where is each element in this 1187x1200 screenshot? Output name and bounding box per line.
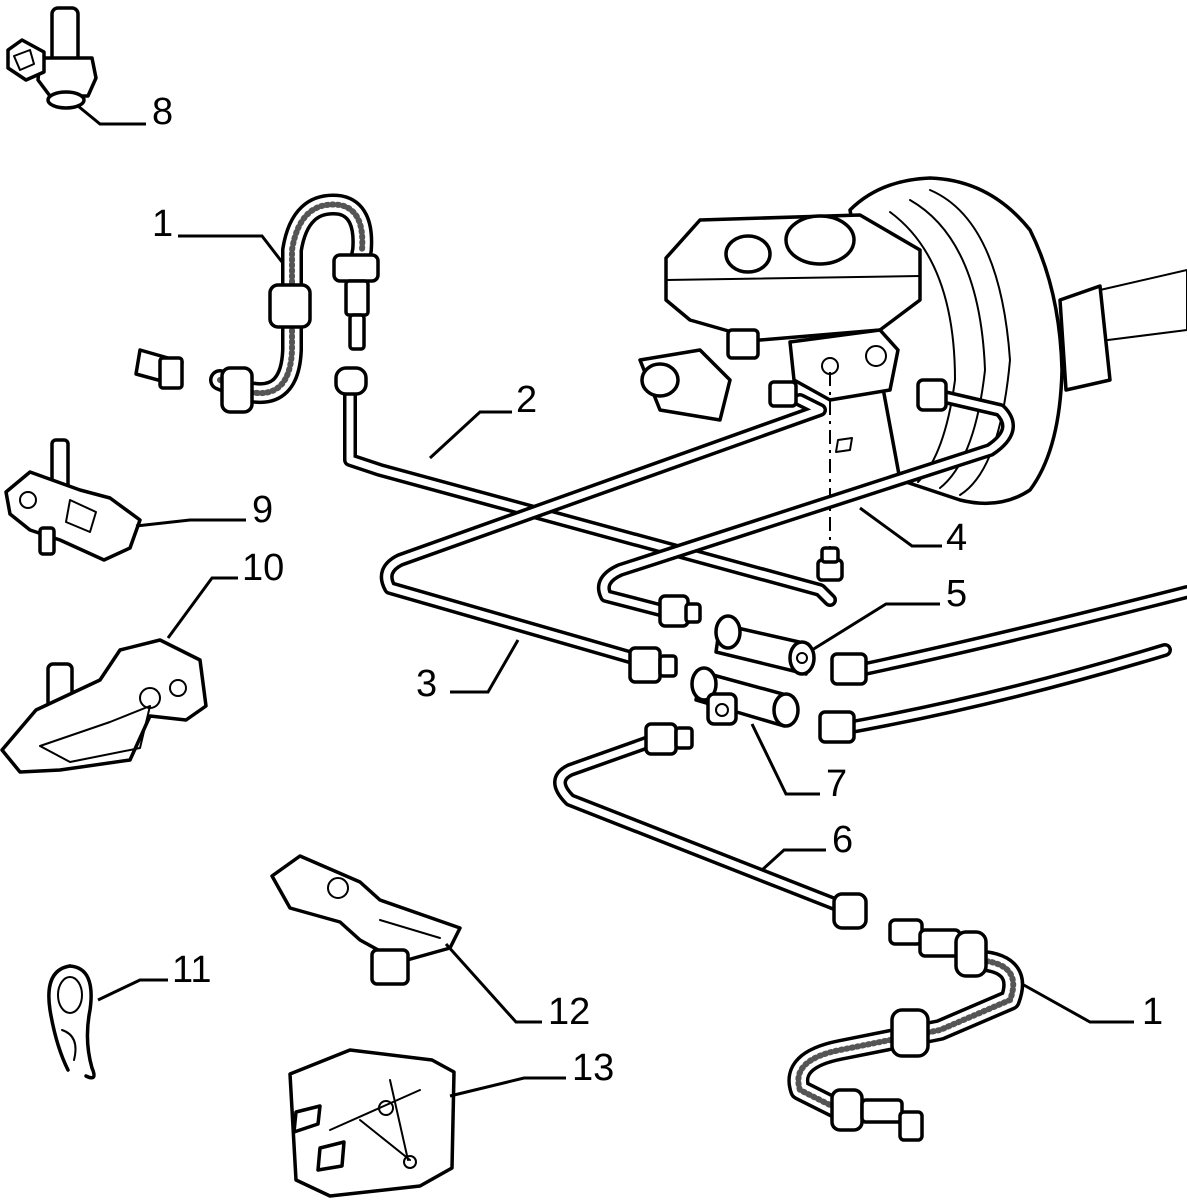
callout-12: 12 [548, 991, 590, 1033]
part-12-mounting-bracket [270, 854, 462, 986]
part-9-bracket [4, 438, 142, 562]
callout-9: 9 [252, 489, 273, 531]
part-6-brake-pipe [553, 722, 868, 930]
callout-13: 13 [572, 1047, 614, 1089]
callout-7: 7 [826, 763, 847, 805]
callout-1-upper: 1 [152, 203, 173, 245]
callout-4: 4 [946, 517, 967, 559]
leader-7 [750, 723, 820, 796]
leader-6 [760, 848, 826, 872]
leader-11 [97, 978, 168, 1002]
part-1-lower-brake-hose [787, 918, 1025, 1142]
part-1-upper-brake-hose [134, 193, 380, 414]
leader-13 [449, 1076, 566, 1098]
leader-5 [811, 602, 940, 652]
callout-1-lower: 1 [1142, 991, 1163, 1033]
leader-4 [859, 506, 942, 548]
leader-lines [77, 104, 1134, 1098]
leader-8 [77, 104, 146, 126]
part-10-bracket [0, 638, 208, 774]
callout-2: 2 [516, 379, 537, 421]
part-4-brake-pipe [596, 378, 1015, 628]
leader-1b [1021, 982, 1134, 1024]
rear-brake-lines [818, 585, 1187, 744]
leader-12 [444, 942, 542, 1024]
part-13-plate-bracket [288, 1048, 456, 1198]
callout-labels: 8 1 2 9 10 4 5 3 7 6 11 12 1 13 [152, 91, 1163, 1089]
callout-11: 11 [172, 949, 211, 991]
leader-9 [135, 518, 246, 528]
leader-2 [428, 410, 512, 460]
callout-8: 8 [152, 91, 173, 133]
callout-6: 6 [832, 819, 853, 861]
leader-1a [178, 234, 284, 263]
callout-10: 10 [242, 547, 284, 589]
leader-3 [450, 639, 520, 694]
part-3-brake-pipe [379, 380, 827, 684]
part-8-connector [6, 6, 98, 110]
callout-3: 3 [416, 663, 437, 705]
part-2-brake-pipe [334, 366, 844, 607]
brake-booster-master-cylinder [638, 176, 1187, 550]
part-5-union [714, 614, 816, 676]
part-7-t-union [690, 666, 800, 728]
leader-10 [166, 576, 238, 639]
part-11-spring-clip [47, 964, 96, 1080]
callout-5: 5 [946, 573, 967, 615]
